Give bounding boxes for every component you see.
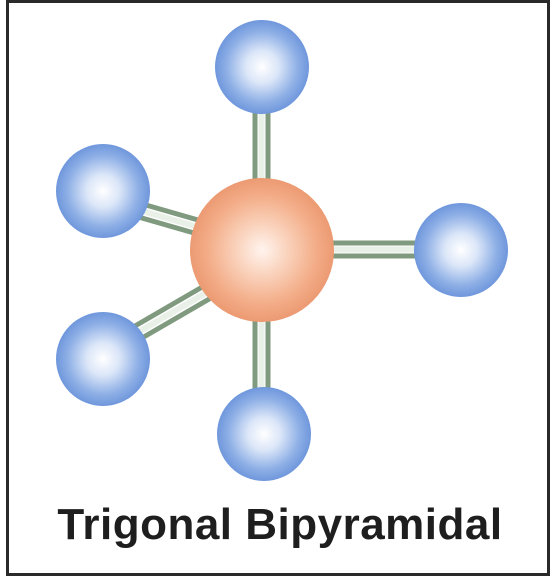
bond-bottom [252, 310, 271, 395]
bond-top [252, 110, 271, 190]
outer-atom-right [414, 203, 508, 297]
outer-atom-lower-left [56, 312, 150, 406]
bond-right [325, 240, 420, 259]
central-atom [190, 178, 334, 322]
outer-atom-bottom [217, 387, 311, 481]
outer-atom-top [215, 20, 309, 114]
diagram-caption: Trigonal Bipyramidal [57, 500, 503, 549]
outer-atom-upper-left [56, 144, 150, 238]
